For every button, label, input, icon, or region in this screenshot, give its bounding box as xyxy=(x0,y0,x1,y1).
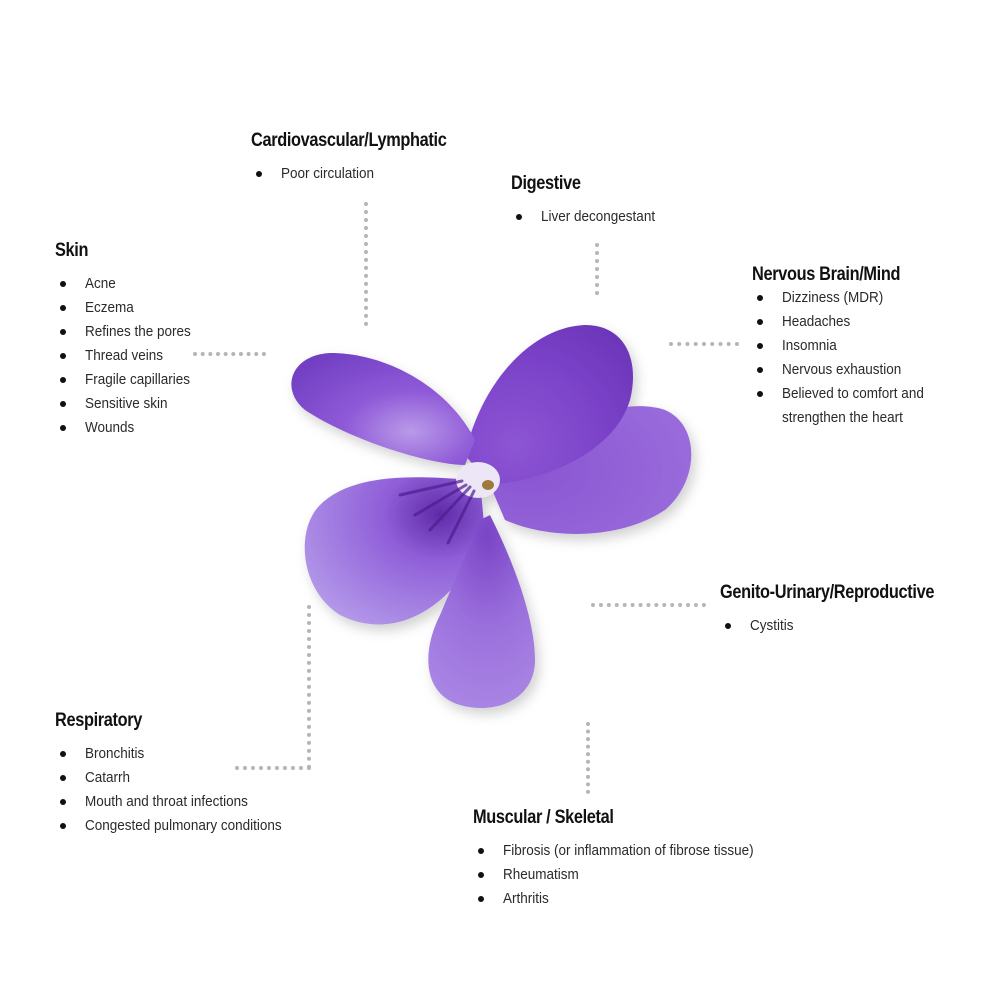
digestive-connector xyxy=(595,243,599,295)
petal-upper-left xyxy=(291,353,475,465)
list-item: Acne xyxy=(55,272,203,296)
petal-lower xyxy=(428,515,535,708)
skin-list: Acne Eczema Refines the pores Thread vei… xyxy=(55,272,203,440)
genito-list: Cystitis xyxy=(720,614,969,638)
genito-title: Genito-Urinary/Reproductive xyxy=(720,582,935,603)
list-item: Bronchitis xyxy=(55,742,303,766)
list-item: Liver decongestant xyxy=(511,205,668,229)
list-item: Headaches xyxy=(752,310,940,334)
digestive-list: Liver decongestant xyxy=(511,205,668,229)
nervous-list: Dizziness (MDR) Headaches Insomnia Nervo… xyxy=(752,286,940,430)
genito-connector xyxy=(591,603,706,607)
cardio-group: Cardiovascular/Lymphatic Poor circulatio… xyxy=(251,130,478,186)
list-item: Sensitive skin xyxy=(55,392,203,416)
petal-upper-right xyxy=(465,325,633,485)
list-item: Thread veins xyxy=(55,344,203,368)
cardio-list: Poor circulation xyxy=(251,162,478,186)
list-item: Cystitis xyxy=(720,614,969,638)
digestive-title: Digestive xyxy=(511,173,581,194)
list-item: Nervous exhaustion xyxy=(752,358,940,382)
list-item: Dizziness (MDR) xyxy=(752,286,940,310)
respiratory-connector-horizontal xyxy=(235,766,311,770)
muscular-connector xyxy=(586,722,590,794)
respiratory-group: Respiratory Bronchitis Catarrh Mouth and… xyxy=(55,710,303,838)
list-item: Rheumatism xyxy=(473,863,781,887)
skin-connector xyxy=(193,352,266,356)
list-item: Congested pulmonary conditions xyxy=(55,814,303,838)
digestive-group: Digestive Liver decongestant xyxy=(511,173,668,229)
respiratory-connector-vertical xyxy=(307,605,311,769)
nervous-group: Nervous Brain/Mind Dizziness (MDR) Heada… xyxy=(752,264,940,430)
petal-right xyxy=(490,406,692,534)
muscular-list: Fibrosis (or inflammation of fibrose tis… xyxy=(473,839,781,911)
list-item: Insomnia xyxy=(752,334,940,358)
respiratory-title: Respiratory xyxy=(55,710,143,731)
list-item: Fibrosis (or inflammation of fibrose tis… xyxy=(473,839,781,863)
violet-flower-image xyxy=(291,325,692,708)
list-item: Catarrh xyxy=(55,766,303,790)
list-item: Arthritis xyxy=(473,887,781,911)
cardio-connector xyxy=(364,202,368,326)
petal-lower-left xyxy=(304,477,485,625)
respiratory-list: Bronchitis Catarrh Mouth and throat infe… xyxy=(55,742,303,838)
list-item: Believed to comfort and xyxy=(752,382,940,406)
skin-group: Skin Acne Eczema Refines the pores Threa… xyxy=(55,240,203,440)
list-item: Poor circulation xyxy=(251,162,478,186)
list-item: Eczema xyxy=(55,296,203,320)
nervous-connector xyxy=(669,342,739,346)
cardio-title: Cardiovascular/Lymphatic xyxy=(251,130,447,151)
nervous-title: Nervous Brain/Mind xyxy=(752,264,901,285)
list-item-continuation: strengthen the heart xyxy=(782,409,903,426)
muscular-title: Muscular / Skeletal xyxy=(473,807,614,828)
genito-group: Genito-Urinary/Reproductive Cystitis xyxy=(720,582,969,638)
skin-title: Skin xyxy=(55,240,89,261)
list-item: Mouth and throat infections xyxy=(55,790,303,814)
list-item: Fragile capillaries xyxy=(55,368,203,392)
list-item: Refines the pores xyxy=(55,320,203,344)
list-item: Wounds xyxy=(55,416,203,440)
muscular-group: Muscular / Skeletal Fibrosis (or inflamm… xyxy=(473,807,781,911)
